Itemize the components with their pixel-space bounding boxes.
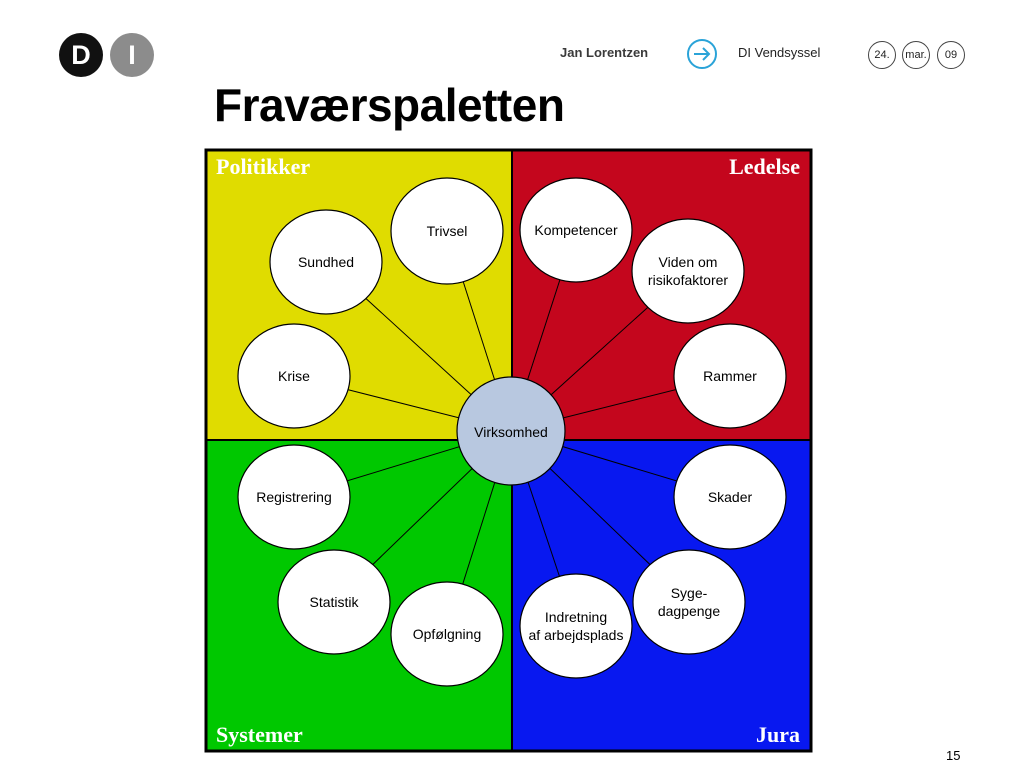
center-node <box>456 376 566 486</box>
topic-node <box>673 323 787 429</box>
topic-node <box>269 209 383 315</box>
quadrant-label-politikker: Politikker <box>216 154 310 179</box>
topic-node <box>519 573 633 679</box>
di-logo-d: D <box>59 33 103 77</box>
topic-node <box>632 549 746 655</box>
topic-node-label: Sundhed <box>298 254 354 270</box>
topic-node-label: Trivsel <box>427 223 468 239</box>
topic-node <box>390 177 504 285</box>
center-node-label: Virksomhed <box>474 424 548 440</box>
topic-node <box>277 549 391 655</box>
diagram-frame <box>204 148 813 753</box>
di-logo-i: I <box>110 33 154 77</box>
author-name: Jan Lorentzen <box>560 45 649 60</box>
date-day: 24. <box>868 41 896 69</box>
topic-node-label: Krise <box>278 368 310 384</box>
topic-node <box>390 581 504 687</box>
topic-node-label: Skader <box>708 489 753 505</box>
topic-node-label: Syge-dagpenge <box>658 585 721 619</box>
quadrant-label-systemer: Systemer <box>216 722 303 747</box>
slide-title: Fraværspaletten <box>214 79 565 131</box>
organization-name: DI Vendsyssel <box>738 45 821 60</box>
date-year: 09 <box>937 41 965 69</box>
topic-node <box>519 177 633 283</box>
date-month: mar. <box>902 41 930 69</box>
topic-node-label: Registrering <box>256 489 331 505</box>
topic-node <box>237 444 351 550</box>
topic-node <box>237 323 351 429</box>
arrow-right-icon <box>687 39 717 69</box>
topic-node-label: Rammer <box>703 368 757 384</box>
page-number: 15 <box>946 748 961 763</box>
topic-node <box>631 218 745 324</box>
quadrant-label-jura: Jura <box>756 722 800 747</box>
topic-node-label: Kompetencer <box>534 222 618 238</box>
quadrant-label-ledelse: Ledelse <box>729 154 800 179</box>
topic-node <box>673 444 787 550</box>
topic-node-label: Opfølgning <box>413 626 481 642</box>
topic-node-label: Statistik <box>309 594 359 610</box>
